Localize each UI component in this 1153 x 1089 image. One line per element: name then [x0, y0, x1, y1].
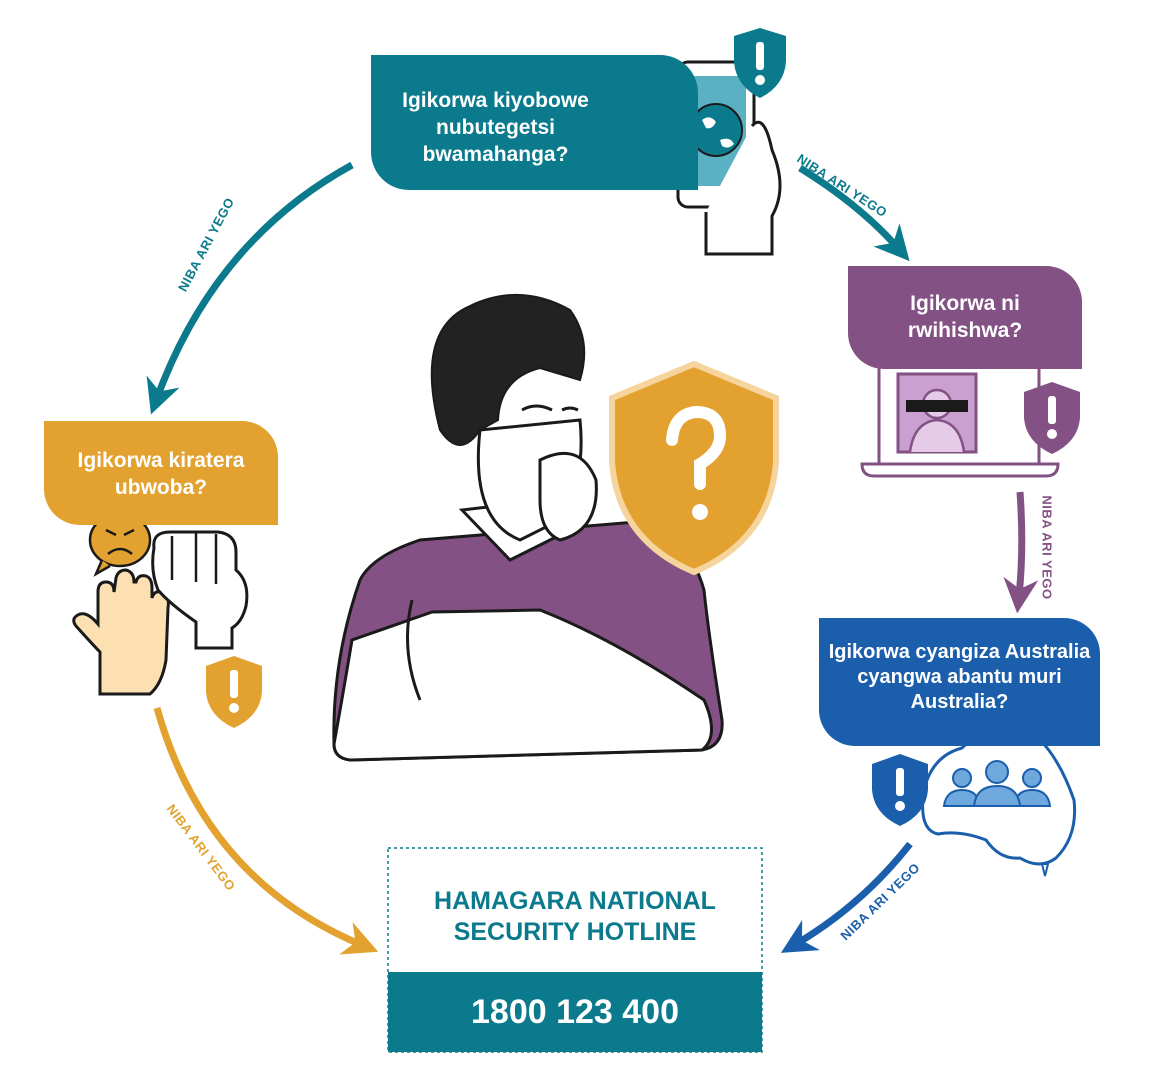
shield-question-icon	[609, 360, 779, 576]
question-foreign-government: Igikorwa kiyobowe nubutegetsi bwamahanga…	[371, 55, 698, 190]
arrow-secret-to-australia	[1003, 491, 1039, 614]
arrow-label-yes: NIBA ARI YEGO	[1039, 495, 1055, 600]
question-secret: Igikorwa ni rwihishwa?	[848, 266, 1082, 369]
question-harms-australia: Igikorwa cyangiza Australia cyangwa aban…	[819, 618, 1100, 746]
alert-shield-icon	[872, 754, 928, 826]
hotline-title: HAMAGARA NATIONAL SECURITY HOTLINE	[434, 887, 716, 946]
thinking-person-icon	[332, 293, 724, 762]
hotline-number[interactable]: 1800 123 400	[388, 972, 762, 1052]
arrow-fear-to-hotline	[153, 707, 379, 955]
alert-shield-icon	[734, 28, 786, 98]
arrow-foreign-to-secret	[798, 165, 910, 262]
hand-fist-icon	[72, 530, 249, 696]
alert-shield-icon	[206, 656, 262, 728]
arrow-fear-to-foreign	[146, 161, 354, 415]
question-fear: Igikorwa kiratera ubwoba?	[44, 421, 278, 525]
alert-shield-icon	[1024, 382, 1080, 454]
laptop-masked-person-icon	[860, 358, 1060, 478]
arrow-australia-to-hotline	[780, 841, 913, 953]
australia-map-people-icon	[921, 724, 1077, 877]
